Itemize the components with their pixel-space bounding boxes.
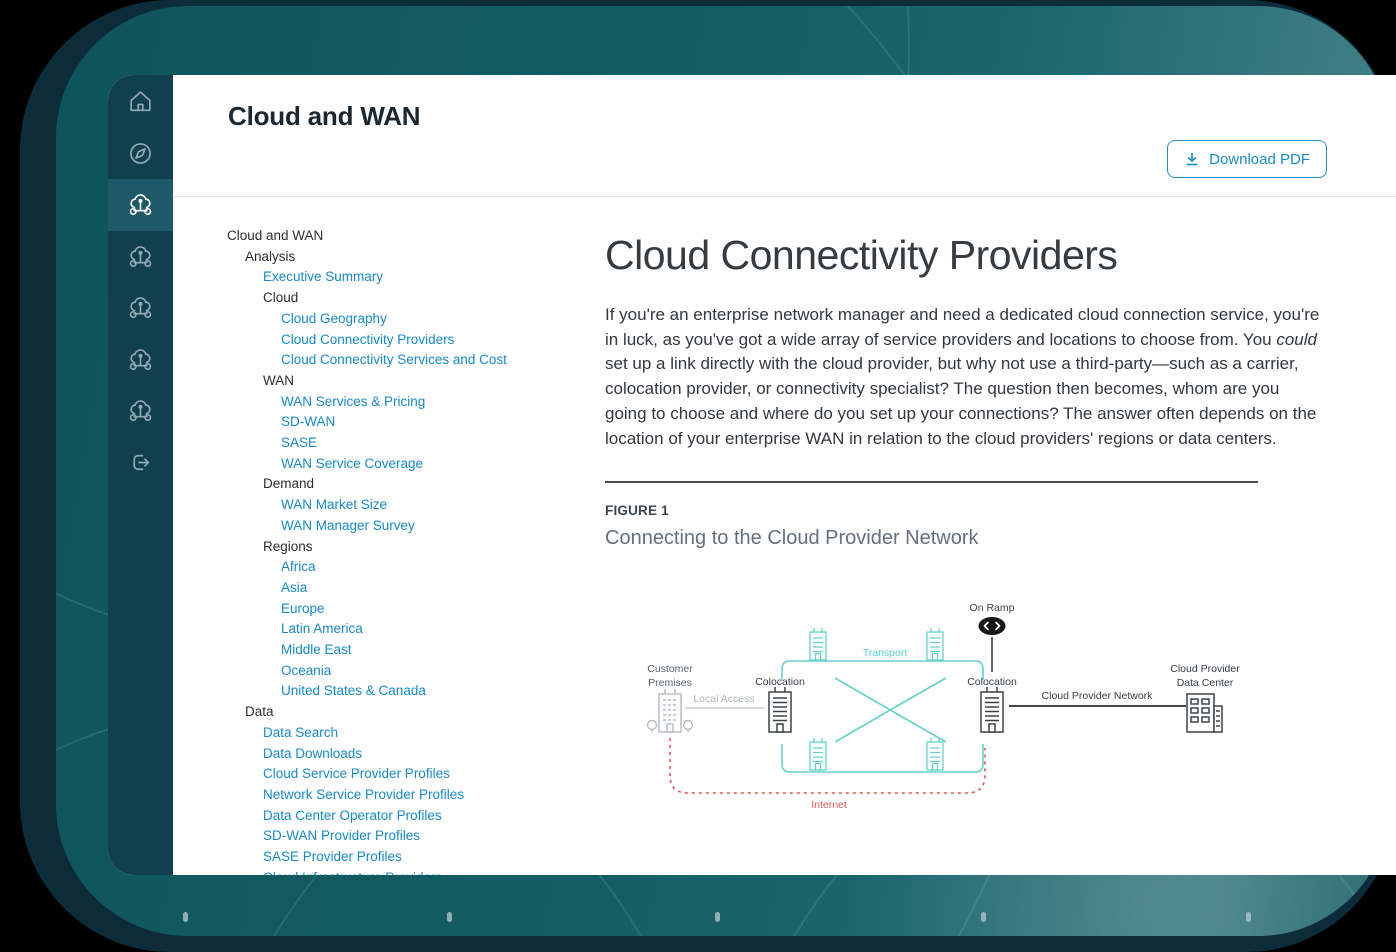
toc-item[interactable]: Cloud Geography: [281, 310, 387, 326]
cloud-network-icon: [126, 293, 155, 322]
figure-caption: Connecting to the Cloud Provider Network: [605, 527, 979, 550]
toc-item[interactable]: SASE Provider Profiles: [263, 849, 402, 865]
sidebar-item-explore[interactable]: [108, 128, 173, 180]
toc-item[interactable]: Data Search: [263, 724, 339, 740]
sidebar-item-module-5[interactable]: [108, 385, 173, 437]
toc-item[interactable]: Cloud Infrastructure Providers: [227, 868, 647, 875]
toc-item[interactable]: Cloud Service Provider Profiles: [263, 766, 450, 782]
toc-item[interactable]: Executive Summary: [263, 269, 384, 285]
toc-item: Demand: [263, 476, 315, 492]
cloud-provider-network-label: Cloud Provider Network: [1042, 690, 1154, 702]
svg-text:Premises: Premises: [648, 677, 692, 689]
toc-item[interactable]: Africa: [281, 559, 316, 575]
toc-item: Data: [245, 704, 274, 720]
customer-premises-building: [646, 689, 694, 733]
toc-item[interactable]: Oceania: [281, 662, 332, 678]
sign-out-icon: [127, 449, 154, 476]
internet-path: [669, 738, 986, 795]
toc-item[interactable]: SD-WAN: [281, 414, 336, 430]
internet-label: Internet: [811, 799, 847, 811]
content-header: Cloud and WAN Download PDF: [173, 75, 1396, 197]
customer-premises-label: Customer: [647, 663, 693, 675]
download-pdf-label: Download PDF: [1209, 150, 1310, 168]
toc-item: Analysis: [245, 248, 296, 264]
decorative-dot: [715, 912, 720, 922]
toc-item[interactable]: Asia: [281, 579, 308, 595]
toc-item[interactable]: WAN Manager Survey: [281, 517, 415, 533]
data-center-label: Cloud Provider: [1170, 663, 1240, 675]
article-paragraph: If you're an enterprise network manager …: [605, 305, 1320, 448]
toc-item[interactable]: WAN Service Coverage: [281, 455, 424, 471]
toc-item: WAN: [263, 372, 294, 388]
app-window: Cloud and WAN Download PDF Cloud and WAN…: [108, 75, 1396, 875]
decorative-dot: [447, 912, 452, 922]
sidebar-item-module-4[interactable]: [108, 334, 173, 386]
sidebar-item-home[interactable]: [108, 76, 173, 128]
cloud-provider-data-center-building: [1186, 693, 1223, 733]
sidebar-item-cloud-wan[interactable]: [108, 179, 173, 231]
download-icon: [1184, 151, 1200, 167]
colocation-left-building: [768, 687, 792, 733]
home-icon: [127, 88, 154, 115]
toc-item[interactable]: Latin America: [281, 621, 363, 637]
toc-item: Regions: [263, 538, 313, 554]
page-title: Cloud and WAN: [228, 101, 421, 131]
colocation-left-label: Colocation: [755, 676, 805, 688]
figure-divider: [605, 481, 1258, 484]
toc-item[interactable]: United States & Canada: [281, 683, 426, 699]
sidebar-item-module-3[interactable]: [108, 282, 173, 334]
article-title: Cloud Connectivity Providers: [605, 232, 1118, 278]
article: Cloud Connectivity Providers If you're a…: [605, 197, 1335, 822]
compass-icon: [127, 140, 154, 167]
cloud-network-icon: [126, 396, 155, 425]
sidebar-item-sign-out[interactable]: [108, 437, 173, 489]
toc-item[interactable]: Cloud Connectivity Providers: [281, 331, 455, 347]
toc-item[interactable]: SASE: [281, 435, 318, 451]
decorative-dot: [981, 912, 986, 922]
toc-item[interactable]: Data Downloads: [263, 745, 363, 761]
decorative-dot: [1246, 912, 1251, 922]
on-ramp-label: On Ramp: [970, 602, 1015, 614]
toc-item[interactable]: WAN Market Size: [281, 497, 388, 513]
sidebar-item-module-2[interactable]: [108, 231, 173, 283]
toc-item[interactable]: Europe: [281, 600, 325, 616]
cloud-network-icon: [126, 345, 155, 374]
toc-item[interactable]: Cloud Connectivity Services and Cost: [281, 352, 507, 368]
toc-item[interactable]: SD-WAN Provider Profiles: [263, 828, 421, 844]
icon-sidebar: [108, 75, 173, 875]
figure-kicker: FIGURE 1: [605, 503, 669, 519]
toc-item[interactable]: Data Center Operator Profiles: [263, 807, 442, 823]
on-ramp-badge: [978, 617, 1006, 636]
toc-item[interactable]: WAN Services & Pricing: [281, 393, 426, 409]
toc-item: Cloud: [263, 290, 299, 306]
toc-item: Cloud and WAN: [227, 228, 324, 243]
cloud-network-icon: [126, 242, 155, 271]
toc-item[interactable]: Middle East: [281, 642, 352, 658]
download-pdf-button[interactable]: Download PDF: [1167, 140, 1327, 178]
toc-item[interactable]: Network Service Provider Profiles: [263, 786, 465, 802]
figure-1-diagram: Customer Premises Local Access Colocatio…: [646, 602, 1240, 811]
svg-text:Data Center: Data Center: [1177, 677, 1234, 689]
decorative-dot: [183, 912, 188, 922]
cloud-network-icon: [126, 190, 155, 219]
colocation-right-building: [980, 687, 1004, 733]
colocation-right-label: Colocation: [967, 676, 1017, 688]
main-content: Cloud and WAN Download PDF Cloud and WAN…: [173, 75, 1396, 875]
local-access-label: Local Access: [693, 693, 754, 705]
transport-label: Transport: [863, 647, 908, 659]
